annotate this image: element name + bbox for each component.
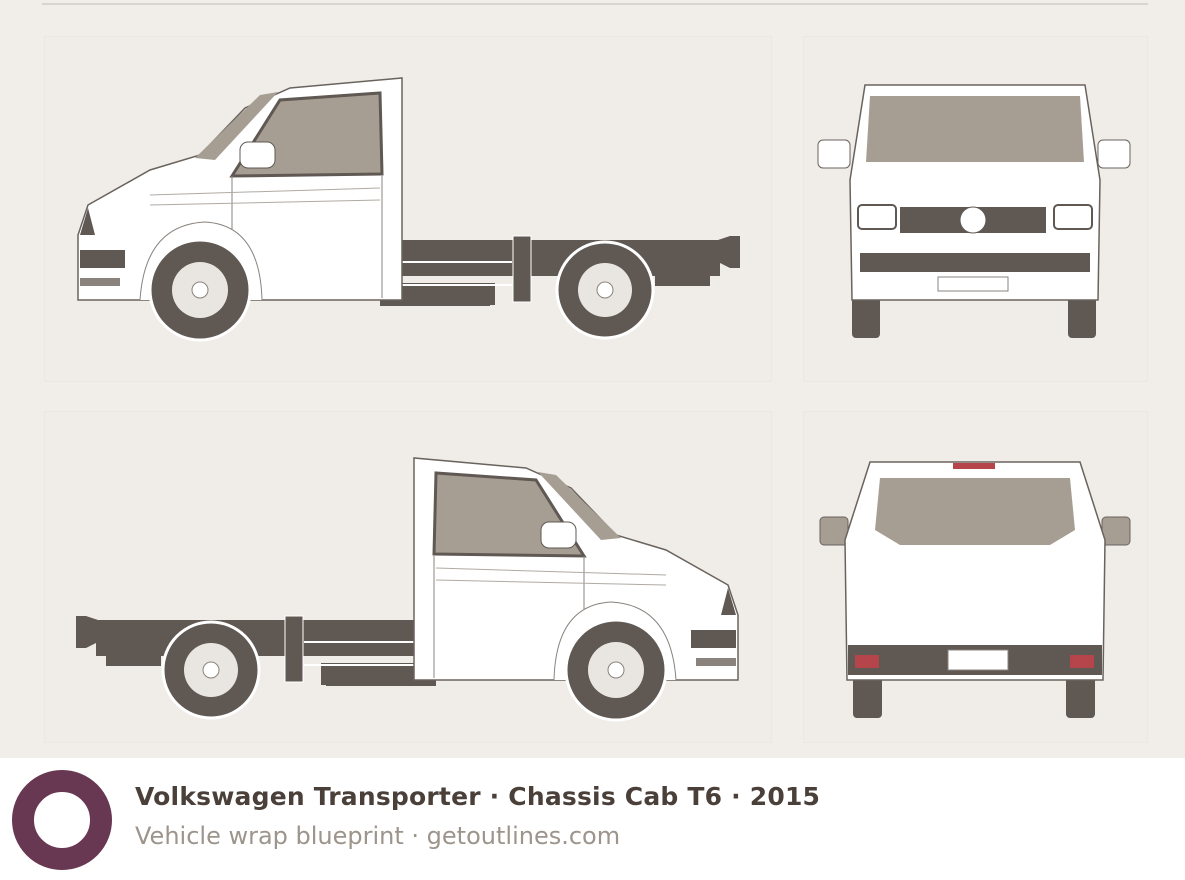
- ring-logo-icon: [12, 770, 112, 870]
- right-side-view: [74, 456, 740, 722]
- caption-title: Volkswagen Transporter · Chassis Cab T6 …: [135, 782, 821, 811]
- caption-footer: Volkswagen Transporter · Chassis Cab T6 …: [0, 758, 1185, 880]
- front-view: [817, 84, 1131, 338]
- rear-view: [819, 461, 1131, 718]
- caption-subtitle: Vehicle wrap blueprint · getoutlines.com: [135, 822, 621, 850]
- divider: [42, 3, 1148, 5]
- blueprint-canvas: [0, 0, 1185, 758]
- vehicle-drawings: [74, 76, 1131, 722]
- left-side-view: [76, 76, 742, 342]
